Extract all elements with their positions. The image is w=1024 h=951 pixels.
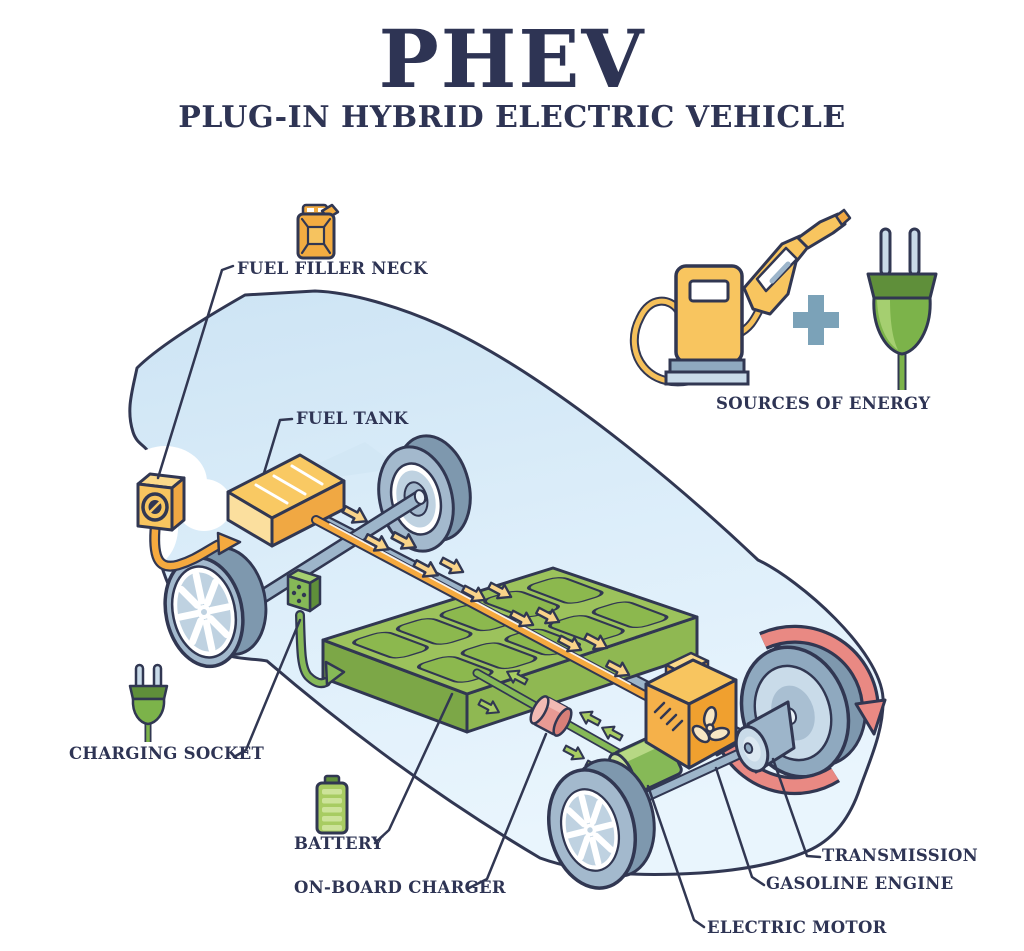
gasoline-engine-part: [644, 651, 738, 770]
label-electric-motor: ELECTRIC MOTOR: [707, 918, 887, 937]
fuel-flow-arrowhead: [216, 531, 242, 556]
engine-fan: [691, 705, 730, 744]
fuel-tank: [226, 453, 346, 548]
label-charging-socket: CHARGING SOCKET: [69, 744, 265, 763]
wheel-spokes: [176, 571, 232, 653]
label-on-board-charger: ON-BOARD CHARGER: [294, 878, 506, 897]
white-cloud-shade: [176, 479, 232, 531]
leader-fuel-tank: [262, 417, 294, 475]
charging-socket-part: [286, 568, 346, 689]
label-transmission: TRANSMISSION: [822, 846, 979, 865]
front-left-wheel: [163, 546, 268, 669]
leader-electric-motor: [646, 784, 706, 929]
leader-fuel-filler-neck: [156, 264, 235, 480]
fuel-pump-icon: [629, 208, 852, 387]
leader-battery: [373, 692, 454, 845]
charge-flow-arrowhead: [324, 660, 346, 687]
label-battery: BATTERY: [294, 834, 384, 853]
page-subtitle: PLUG-IN HYBRID ELECTRIC VEHICLE: [178, 100, 846, 135]
plus-icon: [793, 295, 839, 345]
engine-vents: [653, 701, 684, 732]
leader-transmission: [771, 757, 822, 859]
battery-gauge-icon: [315, 774, 349, 835]
small-power-plug-icon: [128, 663, 169, 742]
leader-lines: [156, 264, 822, 929]
fuel-filler-neck-part: [136, 472, 242, 572]
socket-pin-dots: [291, 584, 307, 604]
jerry-can-icon: [296, 203, 340, 260]
front-axle: [244, 489, 428, 611]
traction-battery-pack: [321, 566, 699, 734]
label-fuel-tank: FUEL TANK: [296, 409, 409, 428]
label-fuel-filler-neck: FUEL FILLER NECK: [237, 259, 428, 278]
power-plug-icon: [866, 227, 938, 390]
bottom-wheel: [546, 758, 656, 890]
leader-gasoline-engine: [714, 766, 766, 887]
page-title: PHEV: [378, 12, 646, 106]
label-sources-of-energy: SOURCES OF ENERGY: [716, 394, 931, 413]
background-mountain-shade: [315, 442, 400, 478]
label-gasoline-engine: GASOLINE ENGINE: [766, 874, 954, 893]
transmission-part: [734, 700, 796, 774]
leader-on-board-charger: [467, 732, 548, 890]
leader-charging-socket: [232, 618, 302, 759]
on-board-charger-part: [529, 695, 573, 737]
